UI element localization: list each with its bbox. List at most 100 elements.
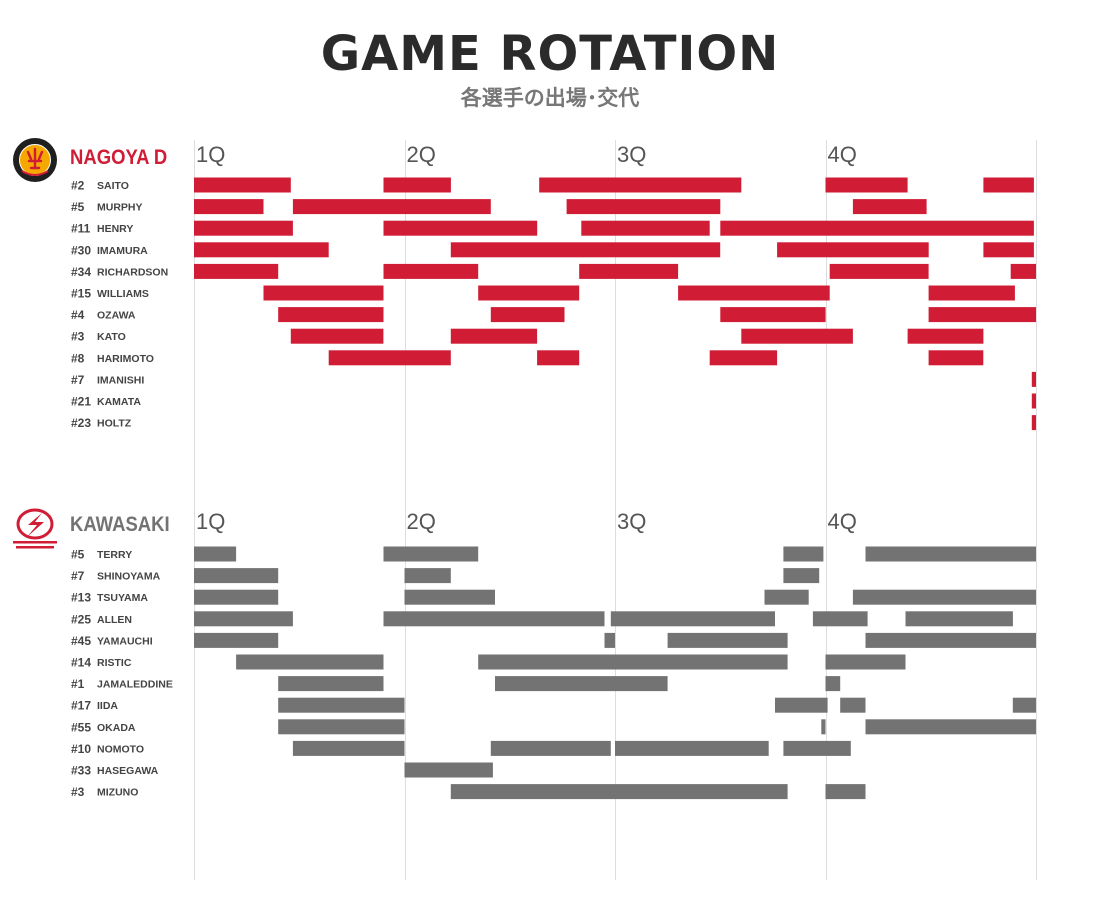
- stint-bar: [983, 177, 1034, 193]
- stint-bar: [678, 285, 830, 301]
- player-name: RISTIC: [97, 657, 132, 669]
- stint-bar: [783, 740, 851, 756]
- player-name: YAMAUCHI: [97, 635, 153, 647]
- stint-bar: [450, 328, 538, 344]
- stint-bar: [194, 611, 293, 627]
- stint-bar: [852, 199, 927, 215]
- stint-bar: [928, 307, 1036, 323]
- player-number: #15: [71, 287, 91, 301]
- player-number: #30: [71, 243, 91, 257]
- stint-bar: [278, 307, 384, 323]
- quarter-label: 4Q: [828, 142, 857, 167]
- player-number: #7: [71, 373, 85, 387]
- stint-bar: [263, 285, 384, 301]
- player-number: #1: [71, 677, 85, 691]
- stint-bar: [290, 328, 384, 344]
- stint-bar: [865, 719, 1036, 735]
- player-number: #7: [71, 569, 85, 583]
- stint-bar: [764, 589, 809, 605]
- player-number: #2: [71, 179, 85, 193]
- stint-bar: [825, 177, 908, 193]
- stint-bar: [1031, 371, 1036, 387]
- quarter-label: 4Q: [828, 509, 857, 534]
- stint-bar: [478, 285, 580, 301]
- stint-bar: [825, 654, 906, 670]
- player-name: MIZUNO: [97, 787, 138, 799]
- player-number: #25: [71, 612, 91, 626]
- stint-bar: [905, 611, 1013, 627]
- team-name-kawasaki: KAWASAKI: [70, 513, 170, 536]
- stint-bar: [907, 328, 984, 344]
- player-name: JAMALEDDINE: [97, 679, 173, 691]
- stint-bar: [579, 263, 679, 279]
- stint-bar: [928, 285, 1015, 301]
- player-number: #23: [71, 416, 91, 430]
- player-name: OKADA: [97, 722, 136, 734]
- player-name: RICHARDSON: [97, 266, 168, 278]
- stint-bar: [383, 263, 479, 279]
- player-name: MURPHY: [97, 202, 143, 214]
- player-number: #14: [71, 656, 91, 670]
- stint-bar: [566, 199, 721, 215]
- player-name: IIDA: [97, 700, 118, 712]
- player-number: #17: [71, 699, 91, 713]
- player-name: TSUYAMA: [97, 592, 148, 604]
- stint-bar: [615, 740, 769, 756]
- stint-bar: [194, 220, 293, 236]
- player-number: #4: [71, 308, 85, 322]
- stint-bar: [450, 242, 721, 258]
- player-name: SAITO: [97, 180, 129, 192]
- stint-bar: [194, 177, 291, 193]
- stint-bar: [610, 611, 775, 627]
- stint-bar: [775, 697, 828, 713]
- stint-bar: [821, 719, 826, 735]
- stint-bar: [865, 632, 1036, 648]
- stint-bar: [404, 762, 493, 778]
- player-number: #55: [71, 720, 91, 734]
- stint-bar: [278, 676, 384, 692]
- stint-bar: [194, 263, 279, 279]
- stint-bar: [667, 632, 788, 648]
- player-number: #3: [71, 785, 85, 799]
- quarter-label: 3Q: [617, 142, 646, 167]
- stint-bar: [783, 546, 824, 562]
- quarter-label: 2Q: [407, 509, 436, 534]
- player-name: NOMOTO: [97, 743, 144, 755]
- stint-bar: [825, 676, 841, 692]
- stint-bar: [292, 740, 405, 756]
- player-name: IMANISHI: [97, 374, 144, 386]
- stint-bar: [1031, 415, 1036, 431]
- player-name: WILLIAMS: [97, 288, 149, 300]
- stint-bar: [777, 242, 929, 258]
- player-number: #11: [71, 222, 91, 236]
- player-number: #5: [71, 200, 85, 214]
- player-number: #3: [71, 330, 85, 344]
- stint-bar: [1010, 263, 1036, 279]
- kawasaki-logo: [13, 508, 57, 549]
- player-number: #33: [71, 764, 91, 778]
- stint-bar: [709, 350, 778, 366]
- player-number: #8: [71, 351, 85, 365]
- quarter-label: 1Q: [196, 509, 225, 534]
- stint-bar: [812, 611, 868, 627]
- stint-bar: [383, 611, 605, 627]
- stint-bar: [928, 350, 984, 366]
- stint-bar: [236, 654, 384, 670]
- player-name: OZAWA: [97, 310, 136, 322]
- chart-title: GAME ROTATION: [320, 26, 780, 82]
- player-name: HARIMOTO: [97, 353, 154, 365]
- player-number: #21: [71, 395, 91, 409]
- player-name: IMAMURA: [97, 245, 148, 257]
- stint-bar: [581, 220, 710, 236]
- stint-bar: [404, 589, 495, 605]
- stint-bar: [383, 177, 451, 193]
- stint-bar: [383, 546, 479, 562]
- quarter-label: 2Q: [407, 142, 436, 167]
- stint-bar: [278, 697, 405, 713]
- stint-bar: [328, 350, 451, 366]
- player-number: #34: [71, 265, 91, 279]
- player-name: KAMATA: [97, 396, 141, 408]
- stint-bar: [194, 589, 279, 605]
